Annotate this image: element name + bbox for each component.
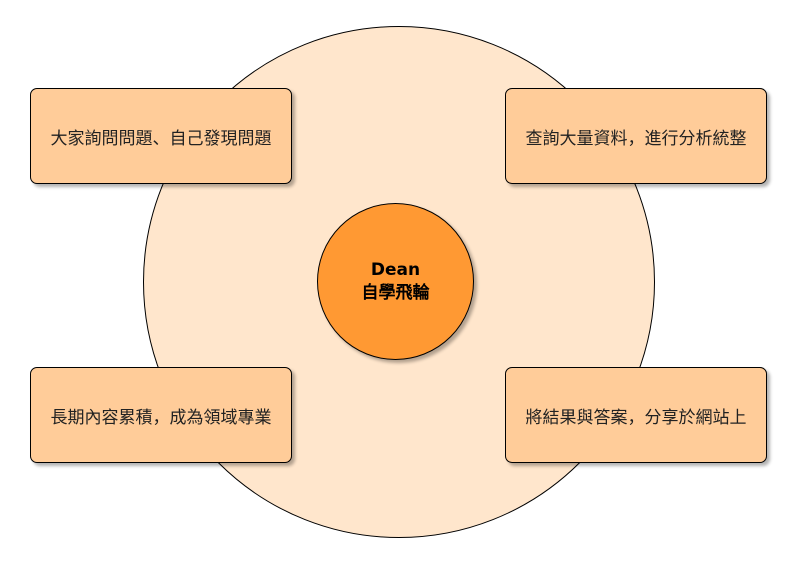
step-ask-questions[interactable]: 大家詢問問題、自己發現問題	[30, 88, 292, 184]
step-research[interactable]: 查詢大量資料，進行分析統整	[505, 88, 767, 184]
center-title: Dean	[370, 259, 421, 280]
center-subtitle: 自學飛輪	[361, 282, 430, 303]
step-label: 大家詢問問題、自己發現問題	[50, 128, 272, 149]
step-label: 長期內容累積，成為領域專業	[50, 407, 272, 428]
center-node[interactable]: Dean 自學飛輪	[317, 203, 474, 360]
step-accumulate[interactable]: 長期內容累積，成為領域專業	[30, 367, 292, 463]
step-share[interactable]: 將結果與答案，分享於網站上	[505, 367, 767, 463]
step-label: 將結果與答案，分享於網站上	[525, 407, 747, 428]
step-label: 查詢大量資料，進行分析統整	[525, 128, 747, 149]
